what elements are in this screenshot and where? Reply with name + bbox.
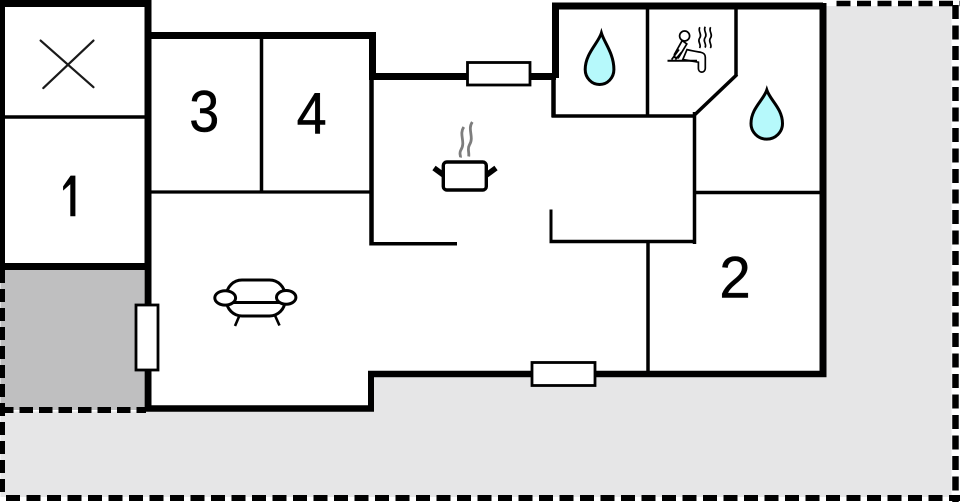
svg-text:3: 3 — [189, 79, 219, 144]
svg-text:2: 2 — [719, 246, 750, 311]
svg-text:4: 4 — [297, 81, 327, 146]
